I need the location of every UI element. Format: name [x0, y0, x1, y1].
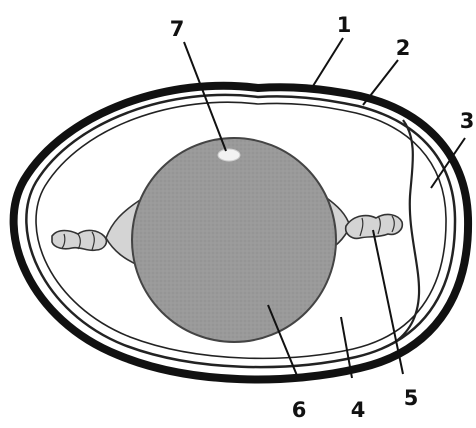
- callout-6: 6: [292, 398, 307, 422]
- callout-4: 4: [351, 398, 366, 422]
- callout-1: 1: [337, 13, 352, 37]
- callout-2: 2: [396, 36, 411, 60]
- callout-5: 5: [404, 386, 419, 410]
- callout-3: 3: [460, 109, 475, 133]
- germinal-disc: [218, 149, 240, 161]
- callout-7: 7: [170, 17, 185, 41]
- yolk: [132, 138, 336, 342]
- leader-line-1: [313, 38, 343, 86]
